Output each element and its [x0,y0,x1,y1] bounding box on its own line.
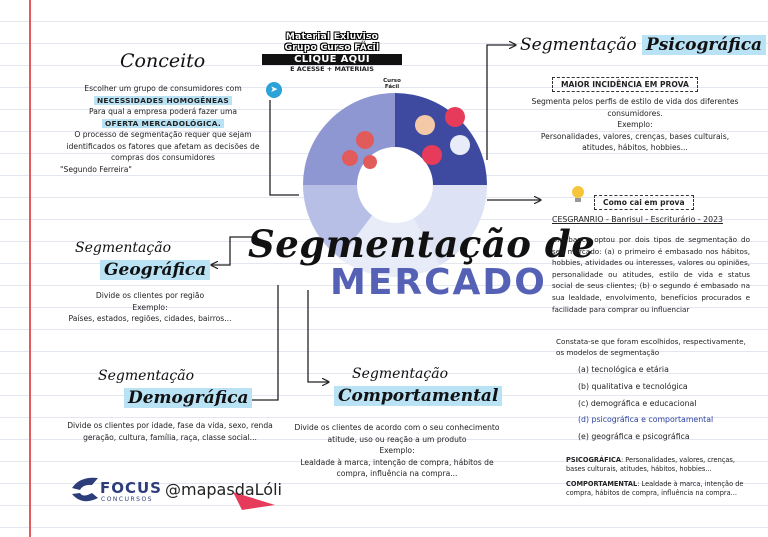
option-d-correct[interactable]: (d) psicográfica e comportamental [578,415,714,425]
comportamental-desc: Divide os clientes de acordo com o seu c… [294,423,500,444]
paper-plane-shape [233,492,275,510]
psicografica-badge: MAIOR INCIDÊNCIA EM PROVA [552,72,698,92]
conceito-source: "Segundo Ferreira" [60,164,132,174]
geografica-heading-2: Geográfica [100,260,211,280]
promo-cta[interactable]: CLIQUE AQUI [262,54,402,65]
psicografica-section: Segmenta pelos perfis de estilo de vida … [530,96,740,154]
geografica-heading-1: Segmentação [75,240,172,256]
conceito-p3: O processo de segmentação requer que sej… [66,130,260,162]
telegram-icon[interactable]: ➤ [266,82,282,98]
option-e[interactable]: (e) geográfica e psicográfica [578,432,690,442]
conceito-hl-2: OFERTA MERCADOLÓGICA. [101,118,225,128]
prova-options: (a) tecnológica e etária (b) qualitativa… [578,362,713,446]
notebook-margin-line [29,0,31,537]
arrow-geografica [212,236,255,265]
arrow-comportamental [307,290,328,382]
page-title-line2: MERCADO [330,262,547,303]
psicografica-heading: Segmentação Psicográfica [520,35,767,55]
promo-block[interactable]: Material Exluviso Grupo Curso FÁcil CLIQ… [262,32,402,73]
geografica-section: Divide os clientes por região Exemplo: P… [45,290,255,325]
promo-line-2: Grupo Curso FÁcil [284,43,380,53]
option-c[interactable]: (c) demográfica e educacional [578,398,697,408]
geografica-desc: Divide os clientes por região [95,291,205,300]
promo-subline: E ACESSE + MATERIAIS [290,65,374,73]
conceito-section: Escolher um grupo de consumidores com NE… [58,83,268,175]
comportamental-section: Divide os clientes de acordo com o seu c… [292,422,502,480]
demografica-heading-2: Demográfica [124,388,253,408]
comportamental-example-label: Exemplo: [379,446,415,455]
option-b[interactable]: (b) qualitativa e tecnológica [578,381,688,391]
conceito-heading: Conceito [120,50,206,72]
conceito-p1: Escolher um grupo de consumidores com [84,84,242,93]
conceito-p2: Para qual a empresa poderá fazer uma [88,107,238,116]
psicografica-example-label: Exemplo: [617,120,653,129]
arrow-demografica [240,285,279,400]
comportamental-heading-2: Comportamental [334,386,503,406]
arrow-conceito [269,100,299,196]
geografica-example: Países, estados, regiões, cidades, bairr… [68,314,232,323]
comportamental-example: Lealdade à marca, intenção de compra, há… [300,457,494,479]
arrow-psicografica [486,45,515,160]
focus-logo[interactable]: FOCUS [100,479,162,497]
page-title: Segmentação de [248,222,596,266]
demografica-heading-1: Segmentação [98,368,195,384]
author-handle[interactable]: @mapasdaLóli [165,480,282,499]
demografica-desc: Divide os clientes por idade, fase da vi… [67,421,273,442]
prova-note-1: PSICOGRÁFICA: Personalidades, valores, c… [566,456,735,473]
conceito-hl-1: NECESSIDADES HOMOGÊNEAS [93,95,233,105]
lightbulb-shape [572,186,584,198]
prova-label: Como cai em prova [594,190,694,210]
prova-source: CESGRANRIO - Banrisul - Escriturário - 2… [552,215,724,224]
promo-line-1: Material Exluviso [285,32,379,42]
prova-question: Um banco optou por dois tipos de segment… [552,235,750,314]
option-a[interactable]: (a) tecnológica e etária [578,365,669,374]
prova-note-2: COMPORTAMENTAL: Lealdade à marca, intenç… [566,480,744,497]
center-pie-graphic [303,93,487,277]
curso-facil-badge[interactable]: Curso Fácil [383,78,401,90]
prova-prompt: Constata-se que foram escolhidos, respec… [556,337,746,357]
focus-logo-sub: CONCURSOS [101,496,153,503]
comportamental-heading-1: Segmentação [352,366,449,382]
psicografica-example: Personalidades, valores, crenças, bases … [540,131,730,153]
psicografica-desc: Segmenta pelos perfis de estilo de vida … [531,97,739,118]
geografica-example-label: Exemplo: [132,302,168,312]
